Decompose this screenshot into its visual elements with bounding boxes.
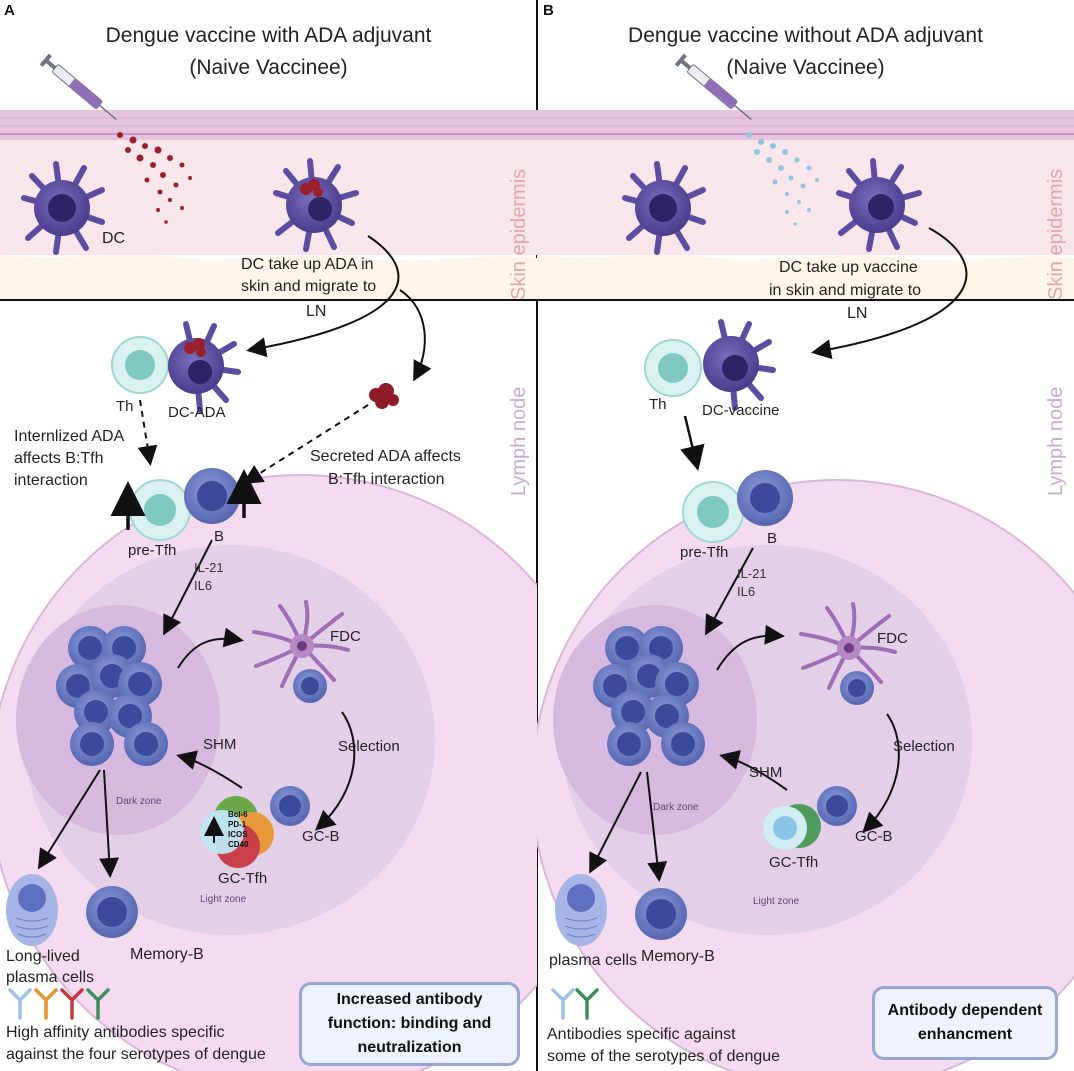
plasma-text-2: plasma cells	[6, 969, 95, 986]
dendritic-cell-icon	[168, 321, 241, 413]
marker-bcl6: Bcl-6	[228, 810, 248, 819]
migrate-text-3: LN	[847, 305, 868, 322]
panel-subtitle: (Naive Vaccinee)	[189, 56, 348, 79]
gc-b-label: GC-B	[855, 828, 893, 845]
antibody-icon	[8, 988, 110, 1020]
dermis-layer	[0, 255, 537, 299]
il21-label: IL-21	[194, 560, 224, 575]
dendritic-cell-icon	[21, 161, 105, 255]
dark-zone-label: Dark zone	[116, 796, 162, 807]
b-label: B	[214, 528, 225, 545]
migrate-text-1: DC take up ADA in	[241, 256, 374, 273]
il6-label: IL6	[194, 578, 213, 593]
lymph-node-label: Lymph node	[508, 386, 530, 496]
secreted-text-1: Secreted ADA affects	[310, 448, 461, 465]
il6-label: IL6	[737, 584, 756, 599]
stratum-corneum	[0, 110, 537, 140]
plasma-label: plasma cells	[549, 952, 638, 969]
dc-ada-label: DC-ADA	[168, 404, 226, 421]
antibody-text-2: some of the serotypes of dengue	[547, 1048, 781, 1065]
gc-tfh-label: GC-Tfh	[769, 854, 819, 871]
outcome-text-1: Antibody dependent	[887, 1002, 1043, 1019]
b-label: B	[767, 530, 778, 547]
fdc-icon	[799, 602, 897, 690]
memory-b-label: Memory-B	[130, 946, 204, 963]
panel-letter: B	[543, 2, 554, 19]
skin-lymph-boundary	[0, 299, 1074, 301]
pre-tfh-label: pre-Tfh	[128, 542, 177, 559]
gc-tfh-cell	[763, 804, 821, 850]
b-cell-cluster	[56, 626, 168, 766]
panel-letter: A	[4, 2, 15, 19]
shm-label: SHM	[749, 764, 783, 781]
outcome-text-2: function: binding and	[327, 1015, 492, 1032]
antibody-text-1: Antibodies specific against	[547, 1026, 736, 1043]
outcome-text-2: enhancment	[917, 1026, 1013, 1043]
antibody-text-1: High affinity antibodies specific	[6, 1024, 225, 1041]
plasma-text-1: Long-lived	[6, 948, 80, 965]
dendritic-cell-icon	[703, 319, 776, 411]
selection-label: Selection	[338, 738, 400, 755]
secreted-ada	[369, 383, 399, 409]
outcome-text-1: Increased antibody	[336, 991, 483, 1008]
dendritic-cell-icon	[273, 158, 359, 252]
skin-epidermis-label: Skin epidermis	[508, 168, 530, 300]
il21-label: IL-21	[737, 566, 767, 581]
plasma-cell	[6, 874, 58, 946]
panel-b: B Dengue vaccine without ADA adjuvant (N…	[537, 0, 1074, 1071]
internal-text-3: interaction	[14, 472, 88, 489]
gc-b-label: GC-B	[302, 828, 340, 845]
secreted-text-2: B:Tfh interaction	[328, 471, 445, 488]
outcome-box: Antibody dependent enhancment	[872, 986, 1058, 1060]
ada-particles	[117, 132, 192, 224]
th-label: Th	[649, 396, 667, 413]
light-zone-label: Light zone	[753, 896, 800, 907]
dendritic-cell-icon	[836, 158, 922, 252]
skin-epidermis-label: Skin epidermis	[1045, 168, 1067, 300]
dc-label: DC	[102, 230, 126, 247]
th-label: Th	[116, 398, 134, 415]
panel-title: Dengue vaccine with ADA adjuvant	[105, 24, 432, 47]
gc-tfh-markers: Bcl-6 PD-1 ICOS CD40	[228, 810, 248, 850]
marker-pd1: PD-1	[228, 820, 247, 829]
light-zone-label: Light zone	[200, 894, 247, 905]
dark-zone-label: Dark zone	[653, 802, 699, 813]
outcome-text-3: neutralization	[357, 1039, 462, 1056]
shm-label: SHM	[203, 736, 237, 753]
migrate-text-2: skin and migrate to	[241, 278, 377, 295]
marker-icos: ICOS	[228, 830, 248, 839]
fdc-icon	[252, 600, 350, 688]
panel-a-art	[0, 53, 537, 1071]
vaccine-particles	[746, 132, 819, 226]
panel-subtitle: (Naive Vaccinee)	[726, 56, 885, 79]
antibody-text-2: against the four serotypes of dengue	[6, 1046, 266, 1063]
lymph-node-label: Lymph node	[1045, 386, 1067, 496]
dc-vaccine-label: DC-vaccine	[702, 402, 780, 419]
gc-tfh-label: GC-Tfh	[218, 870, 268, 887]
dendritic-cell-icon	[622, 161, 706, 255]
panel-b-art	[537, 53, 1074, 1071]
marker-cd40: CD40	[228, 840, 249, 849]
internal-text-1: Internlized ADA	[14, 428, 125, 445]
pre-tfh-label: pre-Tfh	[680, 544, 729, 561]
migrate-text-1: DC take up vaccine	[779, 259, 918, 276]
internal-text-2: affects B:Tfh	[14, 450, 104, 467]
panel-a: A Dengue vaccine with ADA adjuvant (Naiv…	[0, 2, 537, 1071]
migrate-text-2: in skin and migrate to	[769, 282, 922, 299]
antibody-icon	[551, 988, 599, 1020]
outcome-box: Increased antibody function: binding and…	[299, 982, 520, 1066]
panel-divider	[536, 0, 538, 1071]
selection-label: Selection	[893, 738, 955, 755]
panel-title: Dengue vaccine without ADA adjuvant	[628, 24, 983, 47]
th-cell	[111, 336, 169, 394]
syringe-icon	[674, 53, 752, 120]
memory-b-label: Memory-B	[641, 948, 715, 965]
migrate-text-3: LN	[306, 303, 327, 320]
fdc-label: FDC	[877, 630, 908, 647]
syringe-icon	[39, 53, 117, 120]
fdc-label: FDC	[330, 628, 361, 645]
